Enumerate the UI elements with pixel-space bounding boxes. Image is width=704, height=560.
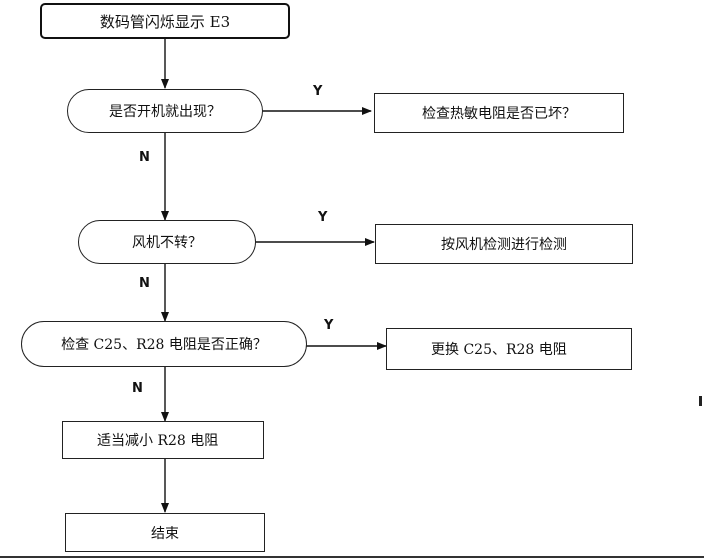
replace-resistor-label: 更换 C25、R28 电阻 <box>431 342 567 358</box>
replace-resistor-box: 更换 C25、R28 电阻 <box>386 328 632 370</box>
no-label-3: N <box>132 381 143 396</box>
no-label-1: N <box>139 150 150 165</box>
reduce-r28-box: 适当减小 R28 电阻 <box>62 421 264 459</box>
yes-label-3: Y <box>324 318 334 333</box>
decision-resistor-box: 检查 C25、R28 电阻是否正确？ <box>21 321 307 367</box>
yes-label-1: Y <box>313 84 323 99</box>
decision-resistor-label: 检查 C25、R28 电阻是否正确？ <box>61 337 267 353</box>
reduce-r28-label: 适当减小 R28 电阻 <box>97 433 219 449</box>
decision-fan-label: 风机不转？ <box>132 235 202 251</box>
start-label: 数码管闪烁显示 E3 <box>99 12 231 31</box>
decision-startup-box: 是否开机就出现？ <box>67 89 263 133</box>
no-label-2: N <box>139 276 150 291</box>
yes-label-2: Y <box>318 210 328 225</box>
start-box: 数码管闪烁显示 E3 <box>40 3 290 39</box>
check-thermistor-box: 检查热敏电阻是否已坏？ <box>374 93 624 133</box>
end-box: 结束 <box>65 513 265 552</box>
decision-startup-label: 是否开机就出现？ <box>109 104 221 120</box>
fan-check-label: 按风机检测进行检测 <box>441 237 567 253</box>
check-thermistor-label: 检查热敏电阻是否已坏？ <box>422 106 576 122</box>
bottom-border-line <box>0 556 704 558</box>
end-label: 结束 <box>151 525 179 542</box>
edge-tick-mark <box>699 396 702 406</box>
decision-fan-box: 风机不转？ <box>78 220 256 264</box>
fan-check-box: 按风机检测进行检测 <box>375 224 633 264</box>
